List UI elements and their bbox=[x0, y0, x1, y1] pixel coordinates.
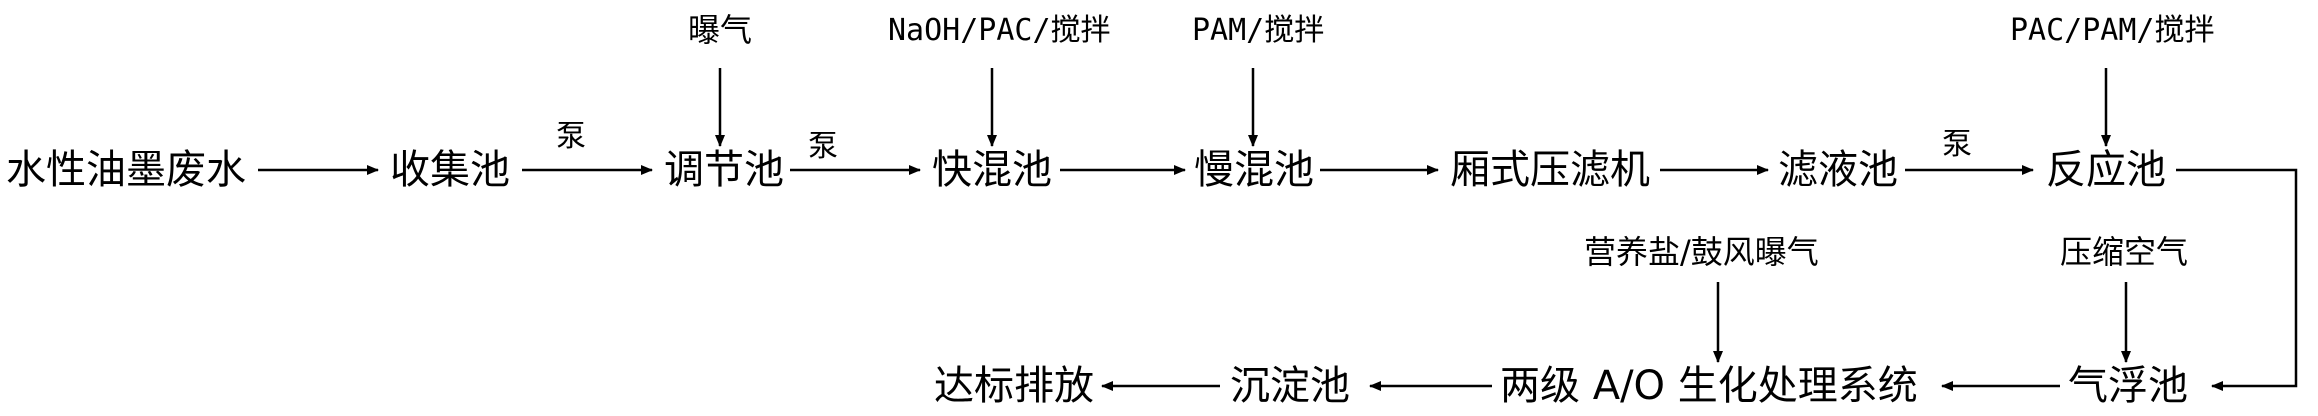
node-filter-press: 厢式压滤机 bbox=[1450, 147, 1650, 193]
node-filtrate-tank: 滤液池 bbox=[1778, 147, 1898, 193]
arrow-reaction-to-flotation bbox=[2176, 168, 2298, 391]
edge-label-pump-1: 泵 bbox=[556, 119, 586, 154]
node-slow-mix-tank: 慢混池 bbox=[1194, 147, 1314, 193]
input-naoh-pac: NaOH/PAC/搅拌 bbox=[888, 13, 1111, 48]
node-ao-system: 两级 A/O 生化处理系统 bbox=[1500, 363, 1918, 409]
node-regulating-tank: 调节池 bbox=[664, 147, 784, 193]
edge-label-pump-2: 泵 bbox=[808, 129, 838, 164]
input-pam: PAM/搅拌 bbox=[1192, 13, 1325, 48]
node-flotation-tank: 气浮池 bbox=[2068, 363, 2188, 409]
input-compressed-air: 压缩空气 bbox=[2060, 233, 2189, 271]
node-collection-tank: 收集池 bbox=[390, 147, 510, 193]
node-fast-mix-tank: 快混池 bbox=[932, 147, 1052, 193]
node-wastewater: 水性油墨废水 bbox=[6, 147, 246, 193]
node-discharge: 达标排放 bbox=[934, 363, 1094, 409]
input-nutrient-blower: 营养盐/鼓风曝气 bbox=[1584, 233, 1819, 271]
input-aeration: 曝气 bbox=[688, 11, 753, 49]
input-pac-pam: PAC/PAM/搅拌 bbox=[2010, 13, 2215, 48]
node-sedimentation-tank: 沉淀池 bbox=[1230, 363, 1350, 409]
edge-label-pump-3: 泵 bbox=[1942, 127, 1972, 162]
node-reaction-tank: 反应池 bbox=[2046, 147, 2166, 193]
